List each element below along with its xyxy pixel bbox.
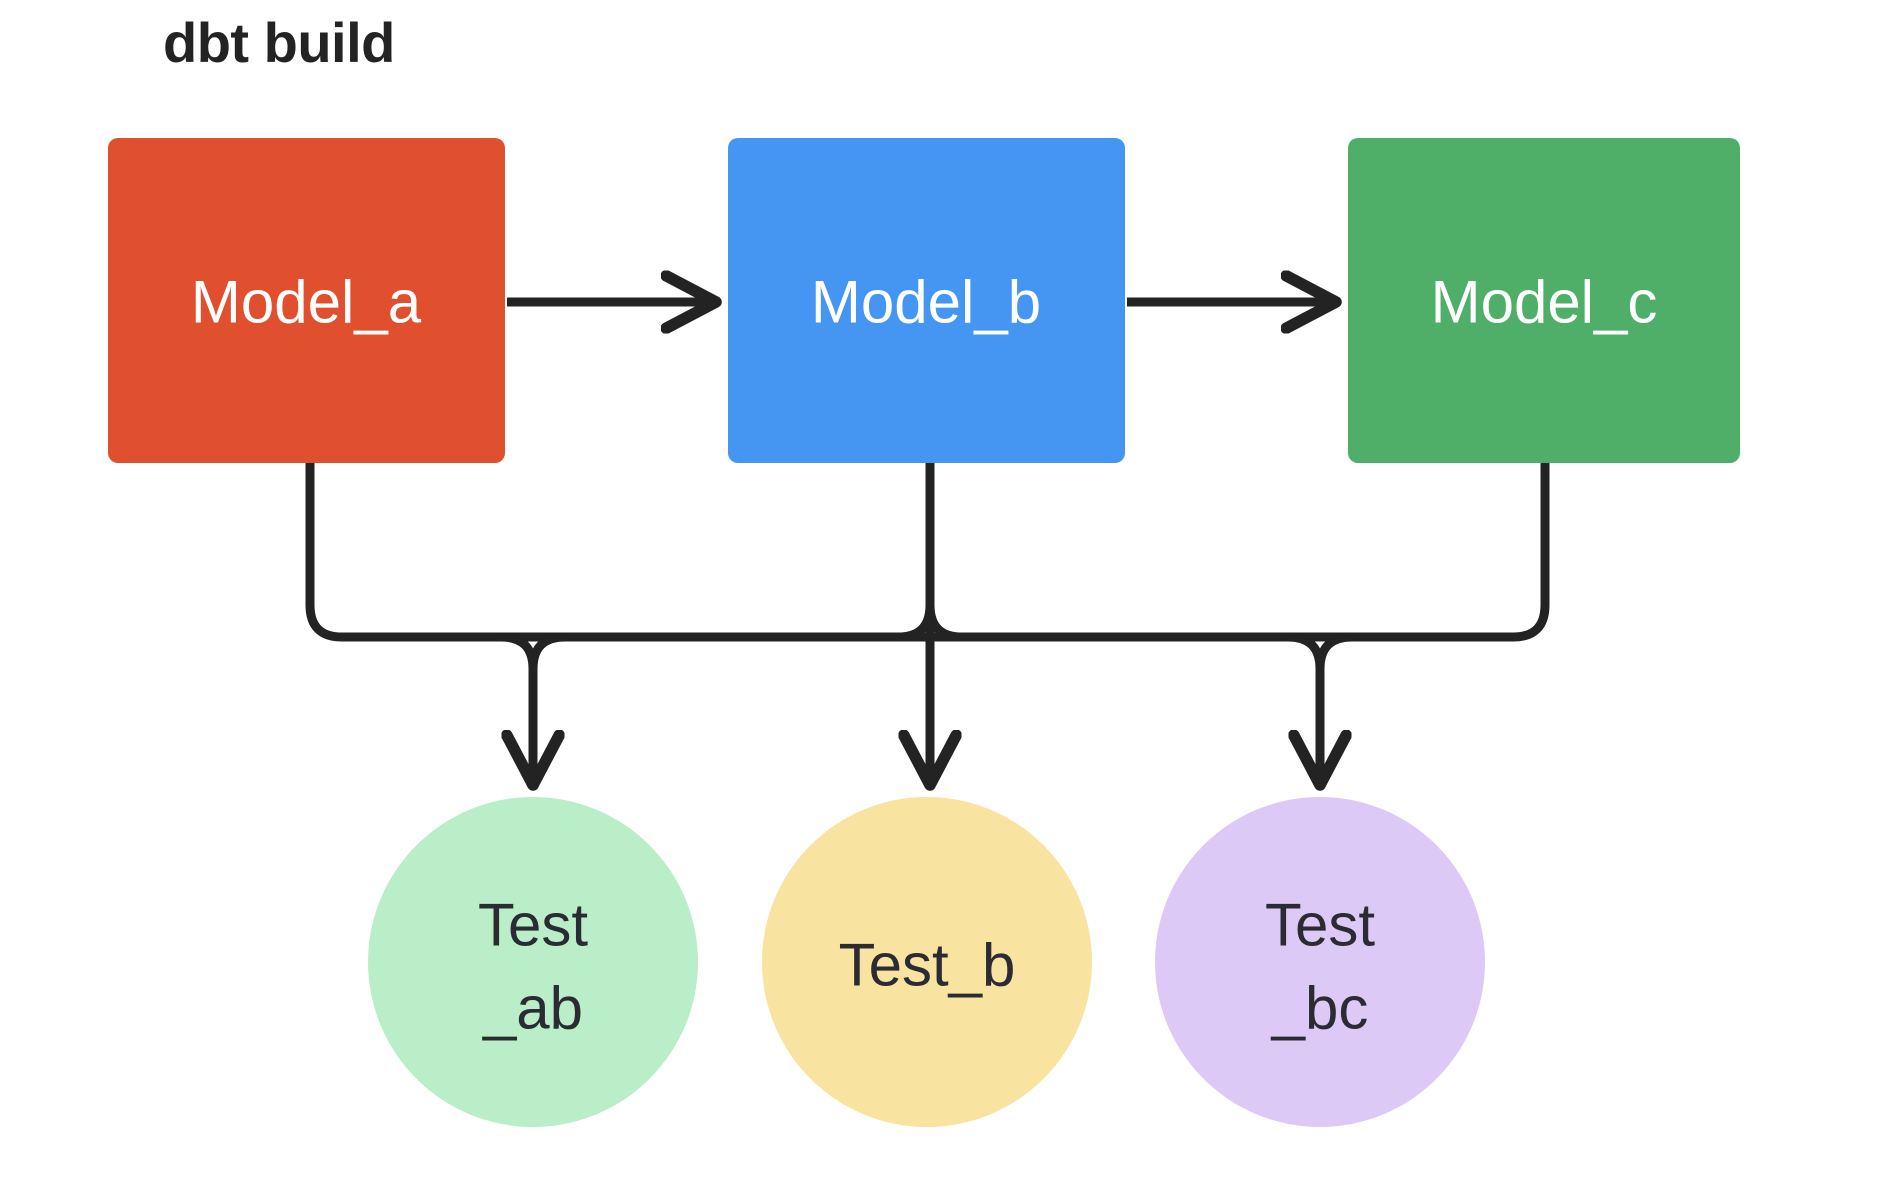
- node-model-a[interactable]: Model_a: [108, 138, 505, 463]
- test-node-layer: Test _ab Test_b Test _bc: [368, 797, 1485, 1127]
- edge-model-a-to-bus: [305, 463, 930, 642]
- node-test-bc-shape[interactable]: [1155, 797, 1485, 1127]
- bus-junction-left-fillet: [897, 604, 935, 642]
- bus-branch-left-fillet-bc: [1315, 632, 1353, 670]
- node-test-ab-shape[interactable]: [368, 797, 698, 1127]
- node-model-c[interactable]: Model_c: [1348, 138, 1740, 463]
- node-test-bc[interactable]: Test _bc: [1155, 797, 1485, 1127]
- bus-branch-left-fillet-ab: [528, 632, 566, 670]
- node-test-bc-label-line-2: _bc: [1271, 975, 1369, 1042]
- edge-bus-to-test-ab: [500, 632, 533, 785]
- page-title: dbt build: [163, 11, 395, 74]
- node-model-a-shape[interactable]: [108, 138, 505, 463]
- edge-layer: [305, 302, 1550, 785]
- edge-bus-to-test-bc: [1287, 632, 1320, 785]
- edge-model-c-to-bus: [930, 463, 1550, 642]
- node-test-ab-label-line-2: _ab: [482, 975, 583, 1042]
- node-model-b-shape[interactable]: [728, 138, 1125, 463]
- node-test-b-shape[interactable]: [762, 797, 1092, 1127]
- node-model-c-shape[interactable]: [1348, 138, 1740, 463]
- node-model-c-label: Model_c: [1431, 269, 1658, 336]
- node-model-a-label: Model_a: [191, 269, 422, 336]
- node-test-ab[interactable]: Test _ab: [368, 797, 698, 1127]
- node-test-b-label-line-1: Test_b: [839, 932, 1016, 999]
- bus-junction-right-fillet: [925, 604, 963, 642]
- model-node-layer: Model_a Model_b Model_c: [108, 138, 1740, 463]
- node-test-b[interactable]: Test_b: [762, 797, 1092, 1127]
- node-test-bc-label-line-1: Test: [1265, 892, 1375, 959]
- node-model-b-label: Model_b: [811, 269, 1041, 336]
- node-test-ab-label-line-1: Test: [478, 892, 588, 959]
- node-model-b[interactable]: Model_b: [728, 138, 1125, 463]
